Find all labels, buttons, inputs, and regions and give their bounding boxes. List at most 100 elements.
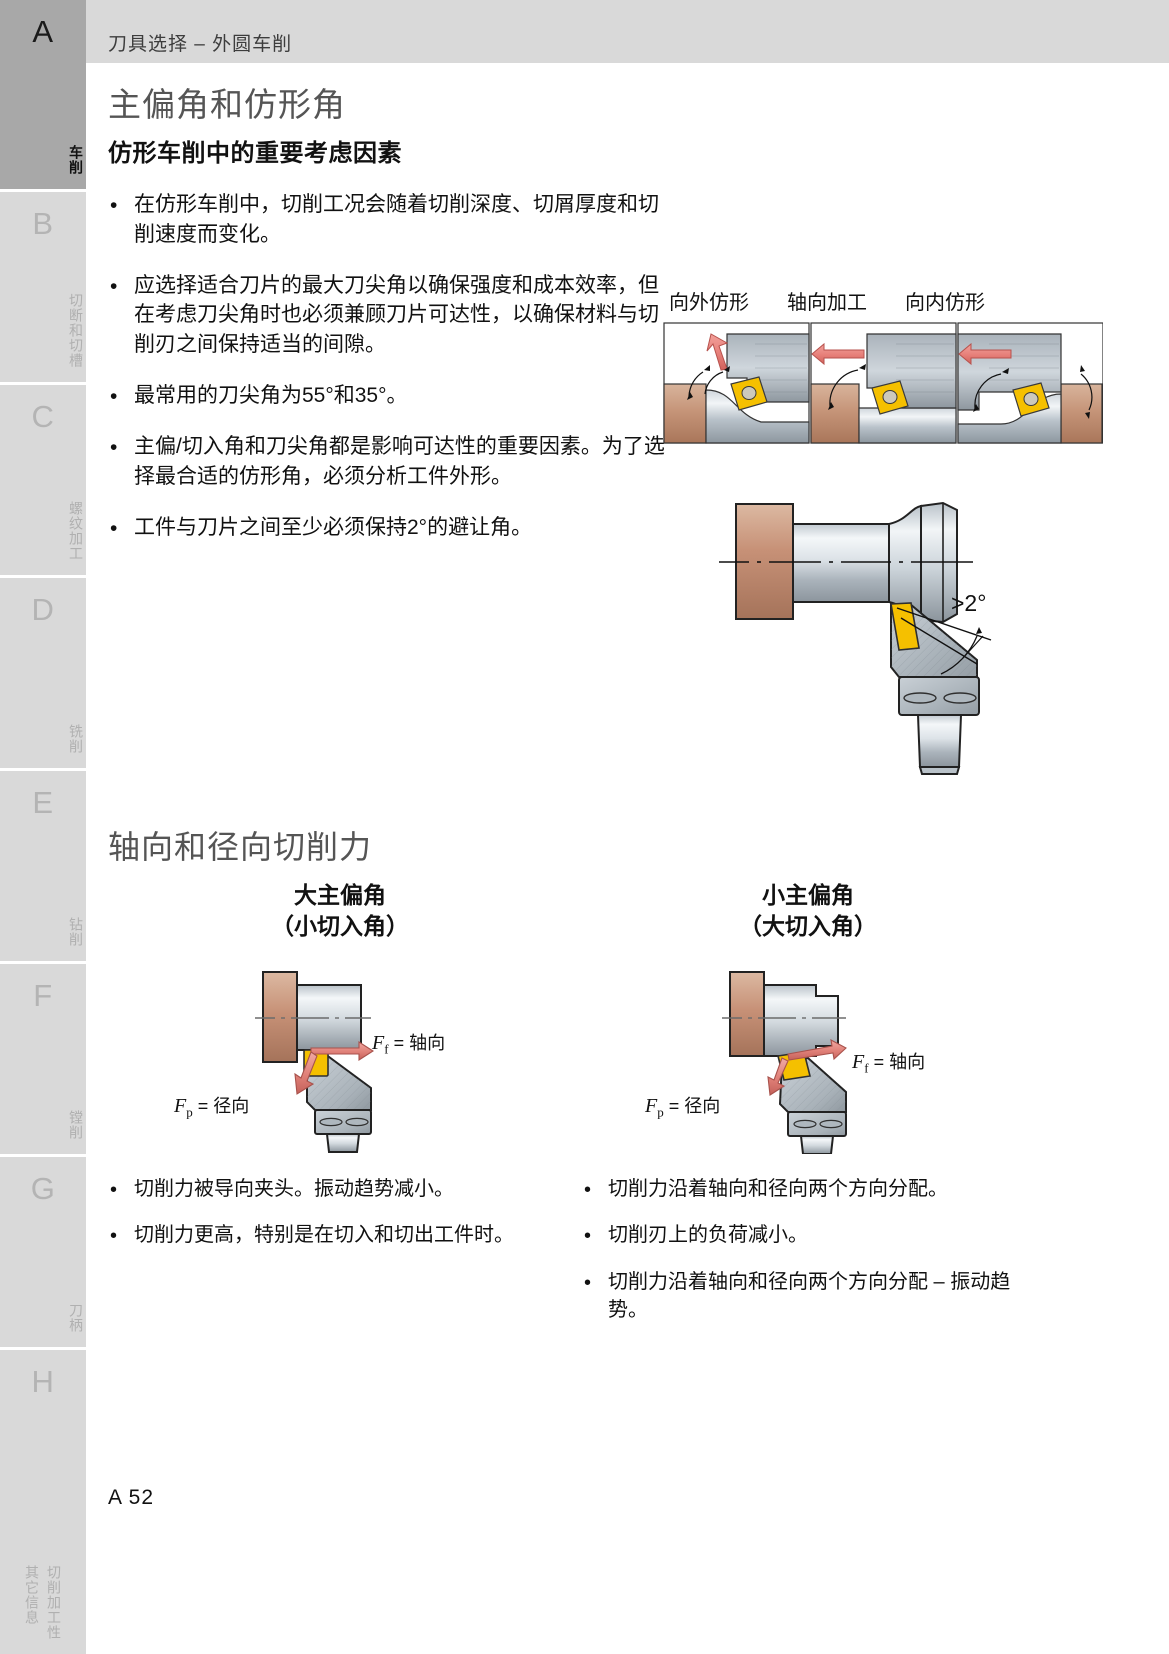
bullet-dot: • (110, 435, 118, 459)
list-item-text: 主偏/切入角和刀尖角都是影响可达性的重要因素。为了选择最合适的仿形角，必须分析工… (134, 434, 665, 488)
breadcrumb: 刀具选择 – 外圆车削 (108, 34, 293, 55)
list-item: • 工件与刀片之间至少必须保持2°的避让角。 (104, 513, 674, 543)
sidebar-tab-b-label: 切断和切槽 (68, 293, 84, 368)
list-item: • 在仿形车削中，切削工况会随着切削深度、切屑厚度和切削速度而变化。 (104, 190, 674, 250)
sidebar-tab-e-label: 钻削 (68, 917, 84, 947)
column2-bullet-list: • 切削力沿着轴向和径向两个方向分配。 • 切削刃上的负荷减小。 • 切削力沿着… (578, 1175, 1048, 1343)
profiling-label-inward: 向内仿形 (905, 292, 985, 314)
list-item: • 应选择适合刀片的最大刀尖角以确保强度和成本效率，但在考虑刀尖角时也必须兼顾刀… (104, 271, 674, 360)
bullet-dot: • (110, 516, 118, 540)
force-direction-text: 轴向 (889, 1052, 926, 1072)
force-figure-small-entering-angle (722, 962, 882, 1154)
force-label-radial-left: Fp = 径向 (174, 1092, 249, 1121)
force-subscript-p: p (186, 1104, 193, 1120)
column2-heading-line1: 小主偏角 (762, 882, 854, 908)
force-label-axial-right: Ff = 轴向 (852, 1048, 925, 1077)
column1-heading-line2: （小切入角） (271, 912, 409, 939)
bullet-dot: • (110, 274, 118, 298)
sidebar-tab-h-letter: H (31, 1364, 55, 1399)
sidebar-tab-c-label: 螺纹加工 (68, 501, 84, 561)
bullet-dot: • (584, 1179, 592, 1201)
list-item-text: 切削力沿着轴向和径向两个方向分配 – 振动趋势。 (608, 1270, 1011, 1322)
list-item-text: 在仿形车削中，切削工况会随着切削深度、切屑厚度和切削速度而变化。 (134, 193, 659, 246)
sidebar-tab-g-letter: G (30, 1171, 56, 1206)
sidebar-tab-a-letter: A (32, 14, 54, 49)
list-item-text: 切削力被导向夹头。振动趋势减小。 (134, 1178, 454, 1200)
sidebar-tab-a-label: 车削 (68, 145, 84, 175)
column1-heading-line1: 大主偏角 (294, 882, 386, 908)
list-item: • 最常用的刀尖角为55°和35°。 (104, 381, 674, 411)
sidebar-tab-e[interactable]: E 钻削 (0, 771, 86, 964)
bullet-dot: • (584, 1271, 592, 1294)
sidebar-tab-e-letter: E (32, 785, 54, 820)
section-subtitle: 仿形车削中的重要考虑因素 (108, 140, 402, 167)
chapter-tab-rail: A 车削 B 切断和切槽 C 螺纹加工 D 铣削 E 钻削 (0, 0, 86, 1654)
page-header-bar (86, 0, 1169, 63)
force-symbol-f: F (174, 1095, 187, 1117)
sidebar-tab-c-letter: C (31, 399, 55, 434)
force-subscript-f: f (384, 1041, 389, 1057)
list-item: • 切削刃上的负荷减小。 (578, 1221, 1048, 1249)
clearance-angle-label: >2° (951, 590, 987, 616)
sidebar-tab-g-label: 刀柄 (68, 1303, 84, 1333)
force-direction-text: 径向 (213, 1096, 250, 1116)
column1-bullet-list: • 切削力被导向夹头。振动趋势减小。 • 切削力更高，特别是在切入和切出工件时。 (104, 1175, 554, 1268)
sidebar-tab-d-label: 铣削 (68, 724, 84, 754)
force-equals: = (393, 1033, 405, 1053)
list-item-text: 切削力沿着轴向和径向两个方向分配。 (608, 1178, 948, 1200)
force-symbol-f: F (645, 1095, 658, 1117)
list-item-text: 工件与刀片之间至少必须保持2°的避让角。 (134, 515, 533, 539)
list-item-text: 切削刃上的负荷减小。 (608, 1224, 808, 1247)
sidebar-tab-f-label: 镗削 (68, 1110, 84, 1140)
force-subscript-f: f (864, 1060, 869, 1076)
list-item-text: 应选择适合刀片的最大刀尖角以确保强度和成本效率，但在考虑刀尖角时也必须兼顾刀片可… (134, 273, 659, 357)
list-item-text: 最常用的刀尖角为55°和35°。 (134, 384, 408, 408)
section2-title: 轴向和径向切削力 (108, 829, 373, 865)
force-label-radial-right: Fp = 径向 (645, 1092, 720, 1121)
sidebar-tab-a[interactable]: A 车削 (0, 0, 86, 192)
sidebar-tab-f[interactable]: F 镗削 (0, 964, 86, 1157)
list-item-text: 切削力更高，特别是在切入和切出工件时。 (134, 1224, 514, 1247)
sidebar-tab-c[interactable]: C 螺纹加工 (0, 385, 86, 578)
page-title: 主偏角和仿形角 (108, 86, 346, 123)
page-number: A 52 (108, 1486, 155, 1509)
force-direction-text: 轴向 (409, 1033, 446, 1053)
sidebar-tab-g[interactable]: G 刀柄 (0, 1157, 86, 1350)
bullet-dot: • (110, 1225, 118, 1248)
force-label-axial-left: Ff = 轴向 (372, 1029, 445, 1058)
bullet-dot: • (110, 194, 118, 218)
clearance-angle-figure (705, 462, 1015, 782)
column2-heading-line2: （大切入角） (739, 912, 877, 939)
force-symbol-f: F (852, 1051, 865, 1073)
sidebar-tab-h-label-line1: 切削加工性 (46, 1565, 62, 1640)
force-direction-text: 径向 (684, 1096, 721, 1116)
list-item: • 切削力沿着轴向和径向两个方向分配 – 振动趋势。 (578, 1268, 1048, 1325)
force-subscript-p: p (657, 1104, 664, 1120)
force-figure-large-entering-angle (255, 962, 405, 1154)
section1-bullet-list: • 在仿形车削中，切削工况会随着切削深度、切屑厚度和切削速度而变化。 • 应选择… (104, 190, 674, 563)
sidebar-tab-b[interactable]: B 切断和切槽 (0, 192, 86, 385)
list-item: • 切削力沿着轴向和径向两个方向分配。 (578, 1175, 1048, 1203)
list-item: • 切削力被导向夹头。振动趋势减小。 (104, 1175, 554, 1203)
sidebar-tab-d-letter: D (31, 592, 55, 627)
sidebar-tab-h[interactable]: H 切削加工性 其它信息 (0, 1350, 86, 1654)
profiling-directions-figure (663, 322, 1103, 444)
bullet-dot: • (584, 1225, 592, 1248)
sidebar-tab-f-letter: F (33, 978, 53, 1013)
sidebar-tab-b-letter: B (32, 206, 54, 241)
list-item: • 主偏/切入角和刀尖角都是影响可达性的重要因素。为了选择最合适的仿形角，必须分… (104, 432, 674, 492)
bullet-dot: • (110, 1179, 118, 1201)
force-equals: = (873, 1052, 885, 1072)
profiling-label-axial: 轴向加工 (787, 292, 867, 314)
sidebar-tab-d[interactable]: D 铣削 (0, 578, 86, 771)
list-item: • 切削力更高，特别是在切入和切出工件时。 (104, 1221, 554, 1249)
column2-heading: 小主偏角 （大切入角） (648, 880, 968, 941)
force-equals: = (668, 1096, 680, 1116)
sidebar-tab-h-label-line2: 其它信息 (24, 1565, 40, 1625)
sidebar-tab-h-label: 切削加工性 其它信息 (0, 1565, 86, 1640)
bullet-dot: • (110, 385, 118, 409)
profiling-label-outward: 向外仿形 (669, 292, 749, 314)
force-equals: = (197, 1096, 209, 1116)
column1-heading: 大主偏角 （小切入角） (180, 880, 500, 941)
